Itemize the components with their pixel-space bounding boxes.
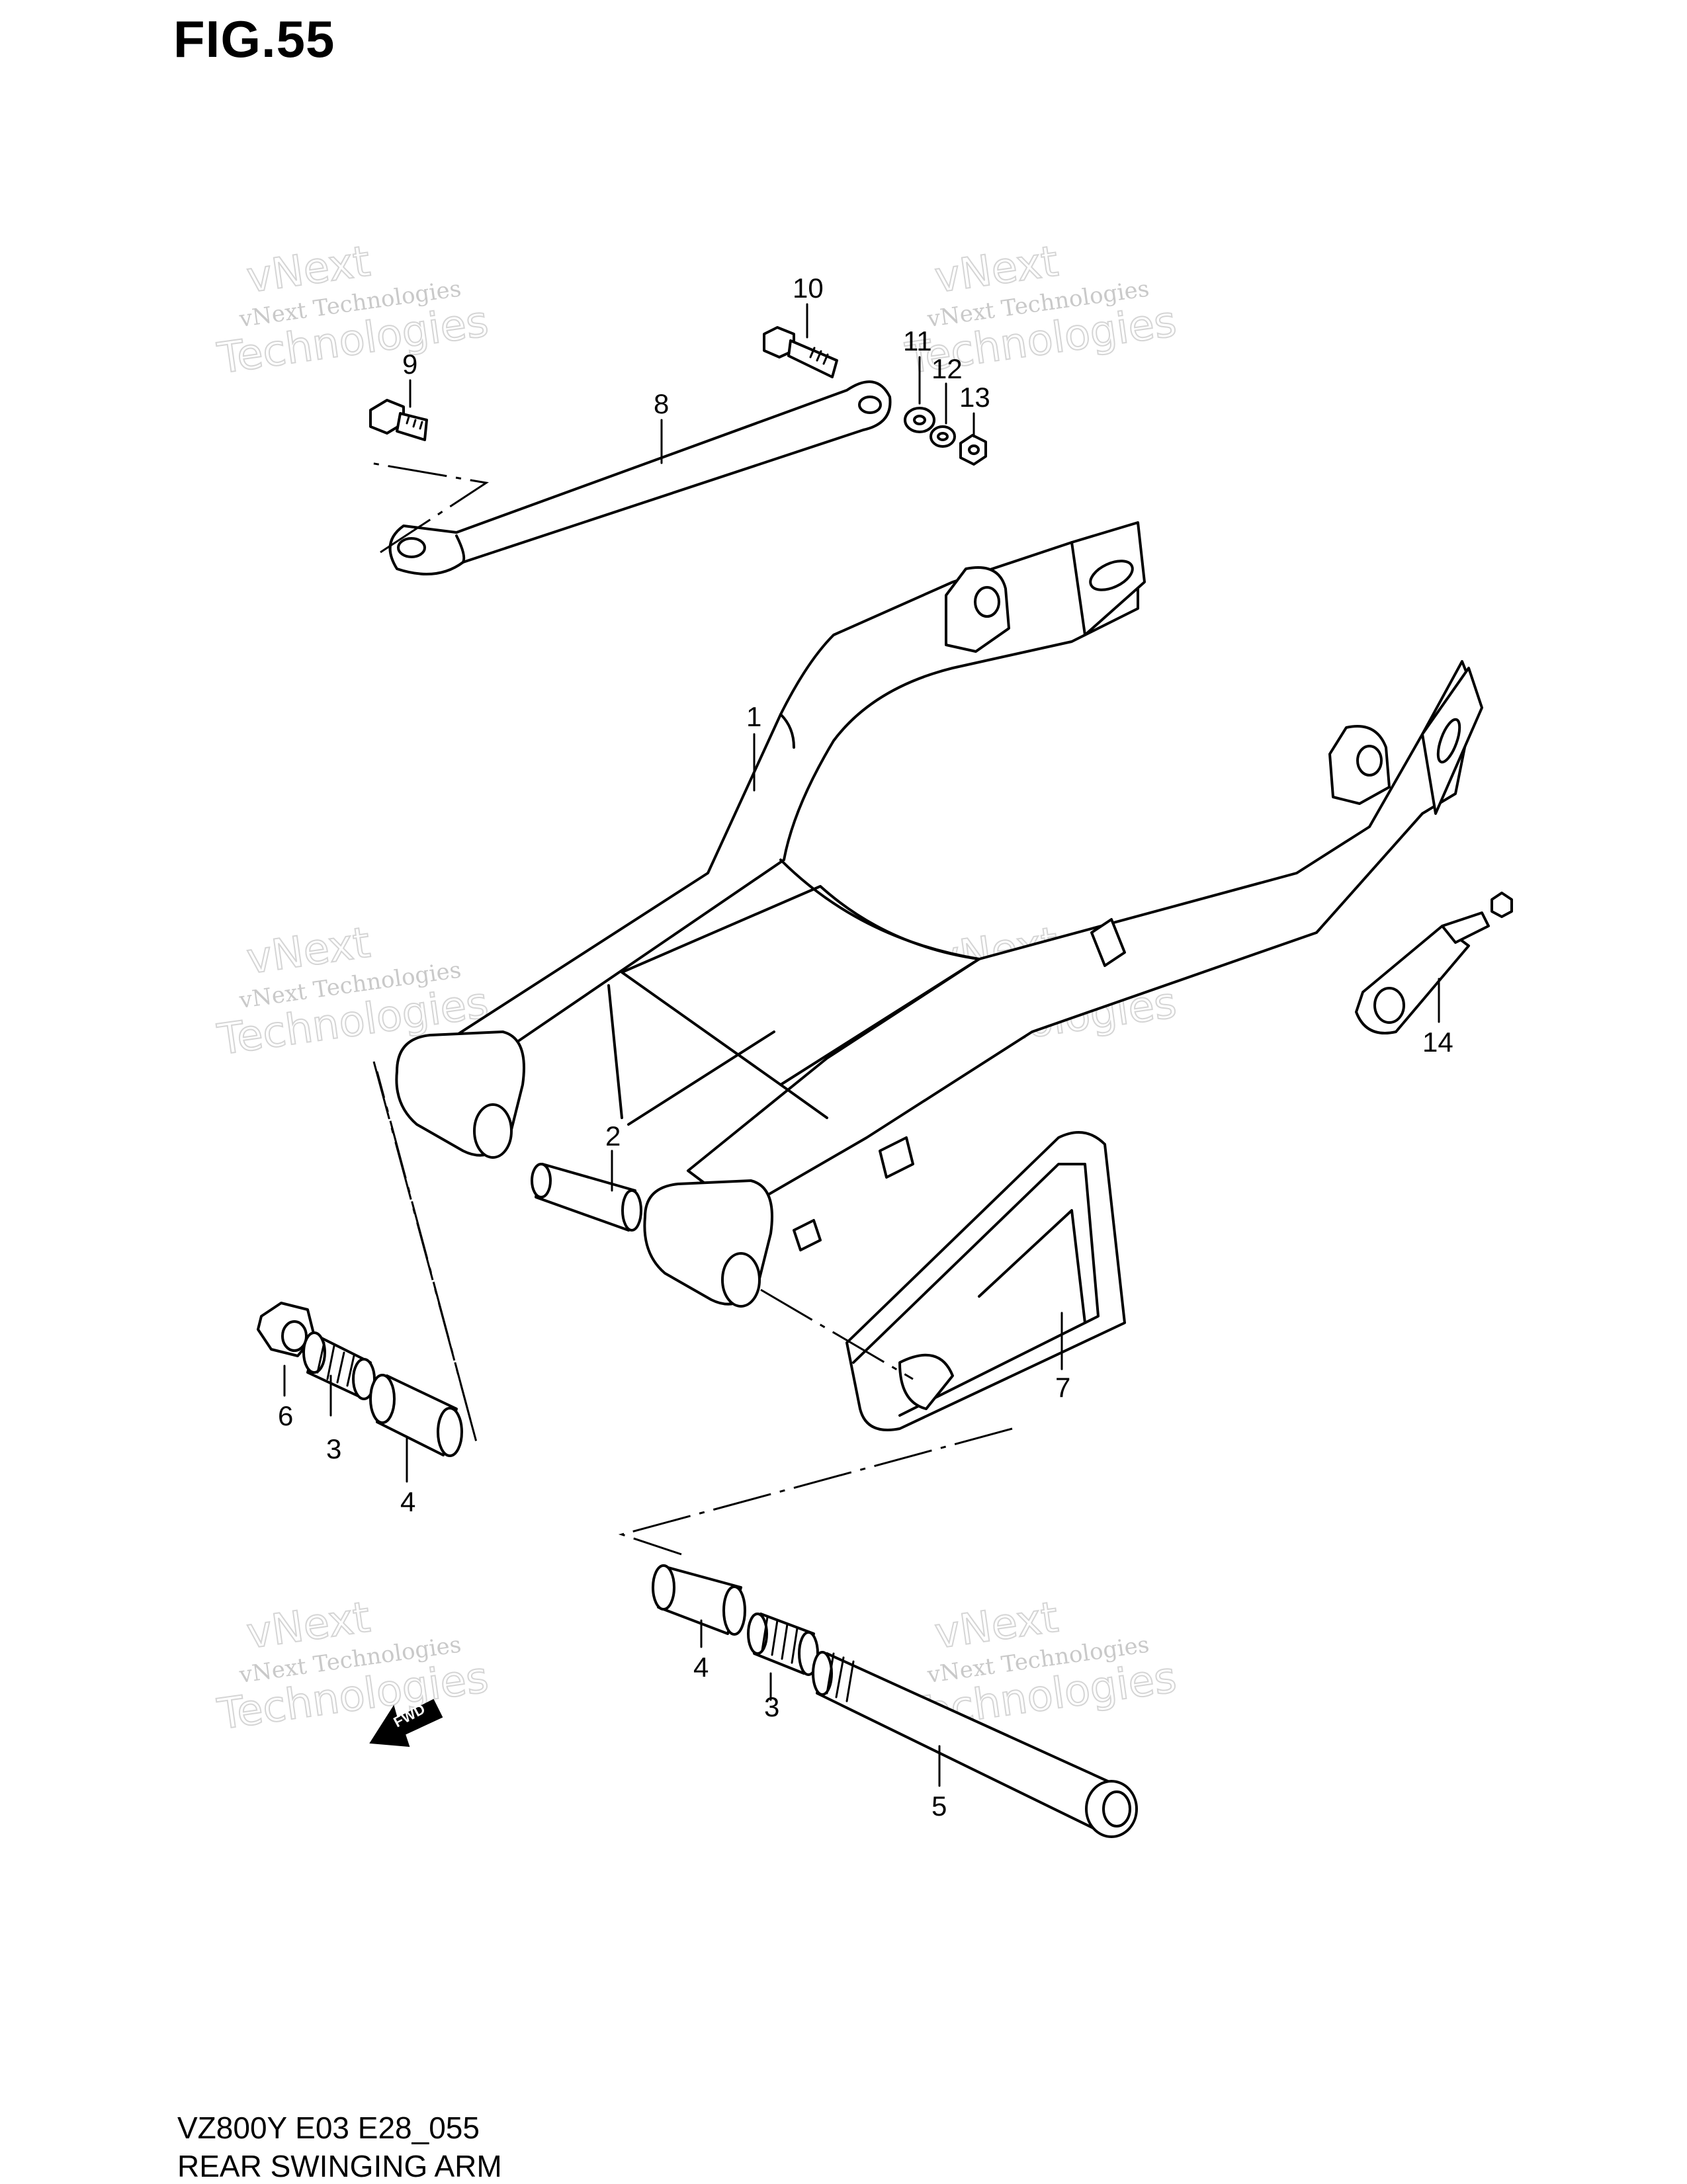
callout-4-left: 4 <box>400 1486 415 1517</box>
figure-title: FIG.55 <box>173 10 335 68</box>
bolt-part-10 <box>763 326 838 378</box>
callout-8: 8 <box>654 388 669 419</box>
callout-5: 5 <box>931 1790 947 1822</box>
torque-link-bar <box>370 380 892 575</box>
watermark: vNext vNext Technologies Technologies <box>214 236 492 384</box>
washer-part-11 <box>904 407 935 433</box>
leader-lines <box>283 303 1440 1787</box>
callout-6: 6 <box>278 1400 293 1431</box>
callout-9: 9 <box>402 349 417 380</box>
exploded-line-left <box>372 1061 478 1443</box>
bolt-part-9 <box>369 399 428 441</box>
watermark: vNext vNext Technologies Technologies <box>214 1592 492 1740</box>
callout-4-lower: 4 <box>693 1652 709 1683</box>
callout-12: 12 <box>931 353 963 384</box>
chain-adjuster-part-14 <box>1355 892 1513 1034</box>
callout-14: 14 <box>1422 1027 1453 1058</box>
exploded-line-lower <box>618 1427 1013 1556</box>
callout-11: 11 <box>903 325 932 357</box>
bearing-part-3-lower <box>747 1613 819 1676</box>
callout-3-lower: 3 <box>764 1691 779 1722</box>
callout-3-left: 3 <box>326 1433 341 1464</box>
model-code: VZ800Y E03 E28_055 <box>177 2111 480 2145</box>
callout-10: 10 <box>793 273 824 304</box>
callout-7: 7 <box>1055 1372 1070 1403</box>
pivot-shaft-part-5 <box>812 1651 1138 1838</box>
callout-1: 1 <box>746 701 761 732</box>
chain-case-part-7 <box>760 1131 1126 1431</box>
nut-part-13 <box>959 434 987 466</box>
watermark: vNext vNext Technologies Technologies <box>902 236 1180 384</box>
callout-labels: 1 2 3 3 4 4 5 6 7 8 9 10 11 12 13 14 <box>278 273 1453 1822</box>
bushing-part-4-left <box>369 1374 463 1457</box>
pivot-sleeve-part-2 <box>531 1163 642 1232</box>
bearing-part-3-left <box>302 1331 376 1400</box>
bushing-part-4-lower <box>652 1564 746 1636</box>
swinging-arm <box>395 521 1483 1308</box>
nut-part-6 <box>257 1302 316 1357</box>
diagram-subtitle: REAR SWINGING ARM <box>177 2149 502 2183</box>
callout-13: 13 <box>959 382 990 413</box>
callout-2: 2 <box>605 1120 621 1152</box>
washer-part-12 <box>930 425 956 448</box>
